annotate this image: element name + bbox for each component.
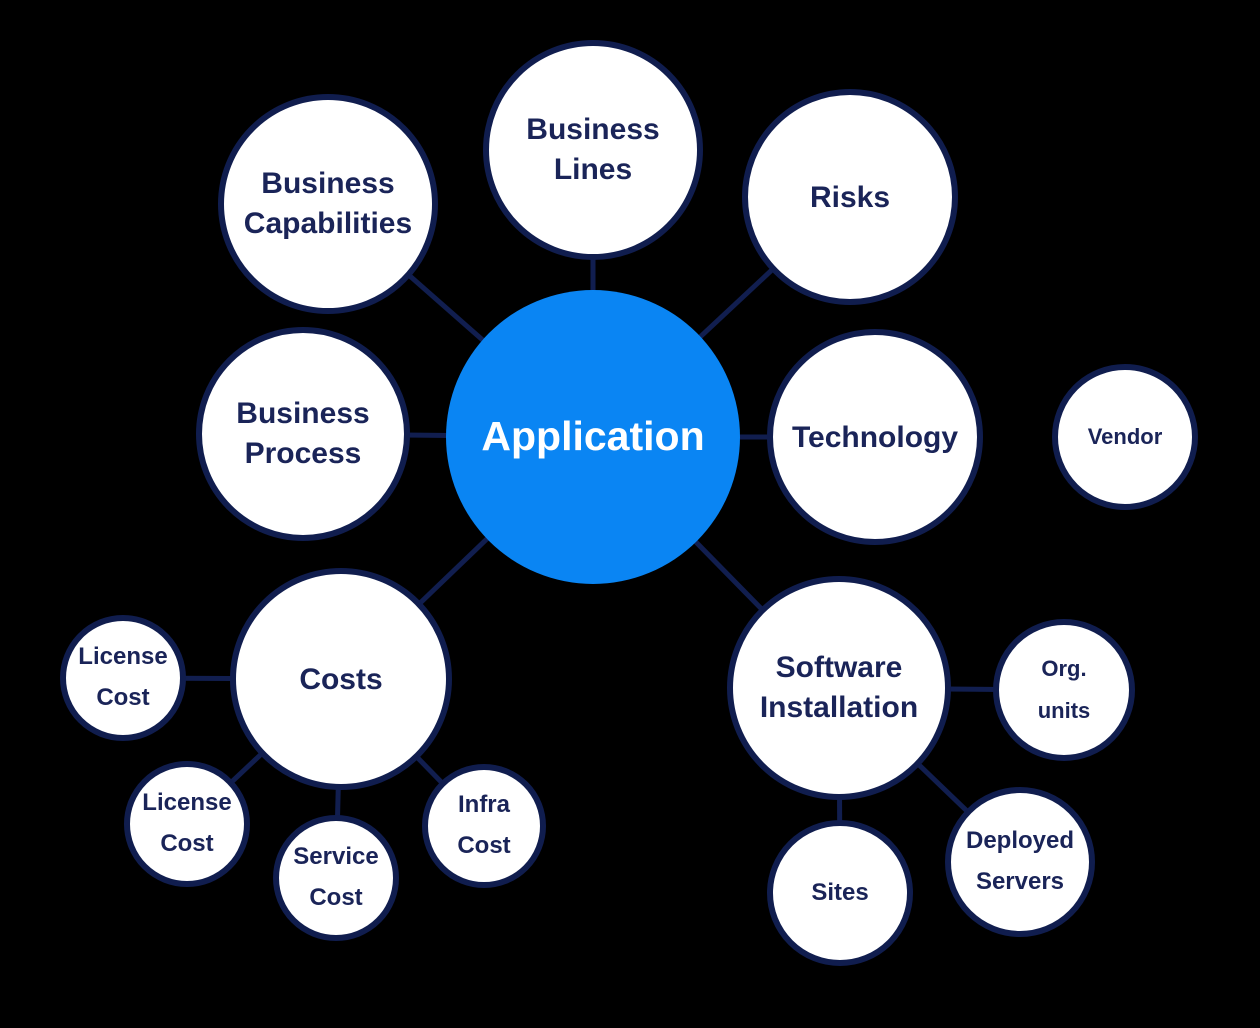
node-deployed-servers[interactable]: Deployed Servers: [945, 787, 1095, 937]
node-sites[interactable]: Sites: [767, 820, 913, 966]
node-application[interactable]: Application: [446, 290, 740, 584]
node-costs[interactable]: Costs: [230, 568, 452, 790]
node-infra-cost[interactable]: Infra Cost: [422, 764, 546, 888]
node-business-lines[interactable]: Business Lines: [483, 40, 703, 260]
node-service-cost[interactable]: Service Cost: [273, 815, 399, 941]
node-software-installation[interactable]: Software Installation: [727, 576, 951, 800]
node-license-cost-lower[interactable]: License Cost: [124, 761, 250, 887]
node-vendor[interactable]: Vendor: [1052, 364, 1198, 510]
node-license-cost-upper[interactable]: License Cost: [60, 615, 186, 741]
node-business-process[interactable]: Business Process: [196, 327, 410, 541]
node-org-units[interactable]: Org. units: [993, 619, 1135, 761]
node-business-capabilities[interactable]: Business Capabilities: [218, 94, 438, 314]
node-risks[interactable]: Risks: [742, 89, 958, 305]
node-technology[interactable]: Technology: [767, 329, 983, 545]
